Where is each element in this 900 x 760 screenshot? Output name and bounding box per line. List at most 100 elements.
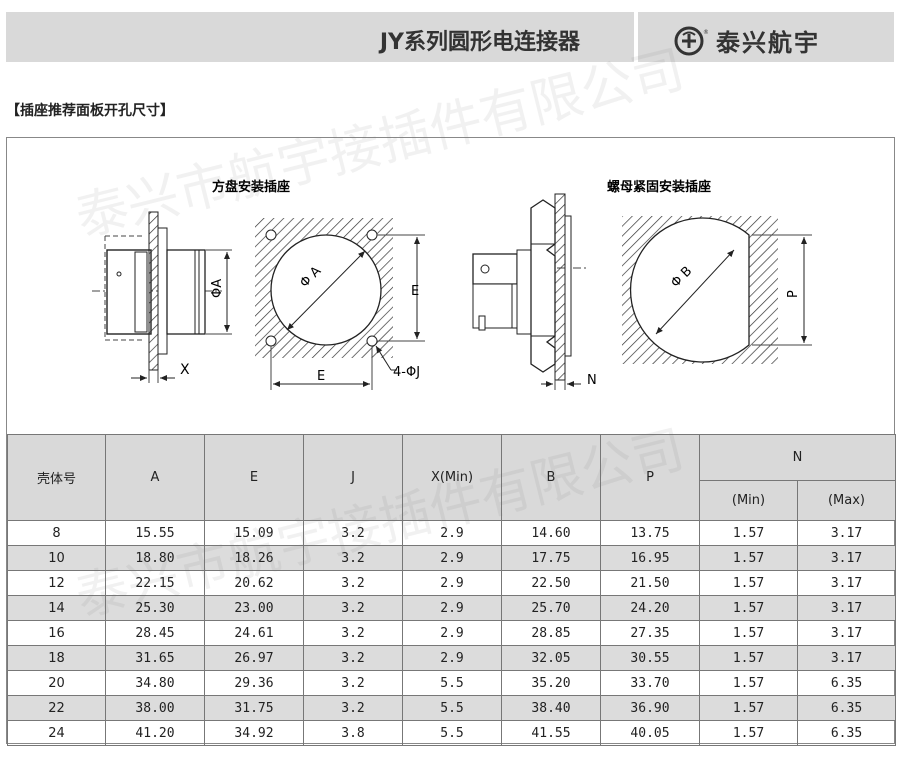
header-title-bar: JY系列圆形电连接器 bbox=[6, 12, 634, 62]
table-cell: 1.57 bbox=[699, 595, 798, 621]
dim-p: P bbox=[786, 290, 801, 298]
table-cell: 29.36 bbox=[204, 670, 304, 696]
table-cell: 6.35 bbox=[796, 670, 897, 696]
table-cell: 41.20 bbox=[105, 720, 205, 746]
col-header-p: P bbox=[600, 434, 700, 521]
table-cell: 28.85 bbox=[501, 620, 601, 646]
table-cell: 1.57 bbox=[699, 545, 798, 571]
table-cell: 3.2 bbox=[303, 520, 403, 546]
table-cell: 38.40 bbox=[501, 695, 601, 721]
table-cell: 30.55 bbox=[600, 645, 700, 671]
table-cell: 3.2 bbox=[303, 545, 403, 571]
table-cell: 36.90 bbox=[600, 695, 700, 721]
table-cell: 1.57 bbox=[699, 620, 798, 646]
table-cell: 22.50 bbox=[501, 570, 601, 596]
table-cell: 18 bbox=[7, 645, 106, 671]
table-cell: 10 bbox=[7, 545, 106, 571]
table-cell: 2.9 bbox=[402, 570, 502, 596]
table-cell: 15.09 bbox=[204, 520, 304, 546]
col-header-n-min: (Min) bbox=[699, 480, 798, 521]
table-cell: 3.17 bbox=[796, 570, 897, 596]
table-cell: 15.55 bbox=[105, 520, 205, 546]
section-title: 【插座推荐面板开孔尺寸】 bbox=[6, 103, 174, 119]
content-frame: 方盘安装插座 螺母紧固安装插座 ΦA X bbox=[6, 40, 897, 746]
col-header-n-max: (Max) bbox=[796, 480, 897, 521]
table-cell: 3.2 bbox=[303, 620, 403, 646]
table-cell: 20 bbox=[7, 670, 106, 696]
table-cell: 13.75 bbox=[600, 520, 700, 546]
table-cell: 41.55 bbox=[501, 720, 601, 746]
table-cell: 16.95 bbox=[600, 545, 700, 571]
table-cell: 22.15 bbox=[105, 570, 205, 596]
header-brand-bar: ® 泰兴航宇 bbox=[638, 12, 894, 62]
table-cell: 2.9 bbox=[402, 545, 502, 571]
table-cell: 2.9 bbox=[402, 645, 502, 671]
dim-phi-a-side: ΦA bbox=[210, 279, 225, 298]
dim-e-horizontal: E bbox=[317, 369, 325, 384]
table-cell: 31.65 bbox=[105, 645, 205, 671]
table-cell: 1.57 bbox=[699, 645, 798, 671]
table-cell: 40.05 bbox=[600, 720, 700, 746]
table-cell: 21.50 bbox=[600, 570, 700, 596]
table-cell: 1.57 bbox=[699, 570, 798, 596]
table-cell: 32.05 bbox=[501, 645, 601, 671]
svg-text:®: ® bbox=[703, 29, 708, 36]
table-cell: 16 bbox=[7, 620, 106, 646]
col-header-n: N bbox=[698, 434, 897, 481]
col-header-x: X(Min) bbox=[402, 434, 502, 521]
left-diagram-title: 方盘安装插座 bbox=[212, 179, 290, 195]
table-cell: 35.20 bbox=[501, 670, 601, 696]
table-cell: 3.2 bbox=[303, 570, 403, 596]
table-cell: 31.75 bbox=[204, 695, 304, 721]
table-cell: 14 bbox=[7, 595, 106, 621]
dim-4-phi-j: 4-ΦJ bbox=[393, 365, 420, 380]
table-cell: 24 bbox=[7, 720, 106, 746]
col-header-b: B bbox=[501, 434, 601, 521]
table-cell: 12 bbox=[7, 570, 106, 596]
table-cell: 2.9 bbox=[402, 520, 502, 546]
table-cell: 17.75 bbox=[501, 545, 601, 571]
table-cell: 3.2 bbox=[303, 670, 403, 696]
d-flat-panel-cutout: Φ B P bbox=[622, 216, 812, 364]
col-header-shell: 壳体号 bbox=[7, 434, 106, 521]
table-cell: 1.57 bbox=[699, 520, 798, 546]
table-cell: 20.62 bbox=[204, 570, 304, 596]
brand-logo-icon: ® bbox=[674, 26, 708, 55]
table-cell: 27.35 bbox=[600, 620, 700, 646]
col-header-e: E bbox=[204, 434, 304, 521]
table-cell: 5.5 bbox=[402, 695, 502, 721]
brand: ® 泰兴航宇 bbox=[674, 23, 820, 58]
table-cell: 1.57 bbox=[699, 695, 798, 721]
table-cell: 18.26 bbox=[204, 545, 304, 571]
table-cell: 1.57 bbox=[699, 720, 798, 746]
table-cell: 5.5 bbox=[402, 720, 502, 746]
table-cell: 24.20 bbox=[600, 595, 700, 621]
table-cell: 18.80 bbox=[105, 545, 205, 571]
dim-n: N bbox=[587, 373, 597, 388]
table-cell: 23.00 bbox=[204, 595, 304, 621]
brand-name: 泰兴航宇 bbox=[716, 29, 820, 57]
dim-e-vertical: E bbox=[411, 284, 419, 299]
table-cell: 33.70 bbox=[600, 670, 700, 696]
page-title: JY系列圆形电连接器 bbox=[379, 30, 580, 55]
table-cell: 34.92 bbox=[204, 720, 304, 746]
table-cell: 6.35 bbox=[796, 695, 897, 721]
table-cell: 8 bbox=[7, 520, 106, 546]
table-cell: 28.45 bbox=[105, 620, 205, 646]
table-cell: 22 bbox=[7, 695, 106, 721]
panel-cutout-diagram: 方盘安装插座 螺母紧固安装插座 ΦA X bbox=[92, 179, 812, 390]
table-cell: 2.9 bbox=[402, 595, 502, 621]
table-cell: 3.8 bbox=[303, 720, 403, 746]
table-cell: 3.17 bbox=[796, 545, 897, 571]
col-header-a: A bbox=[105, 434, 205, 521]
jam-nut-receptacle-side-view: N bbox=[472, 193, 597, 390]
